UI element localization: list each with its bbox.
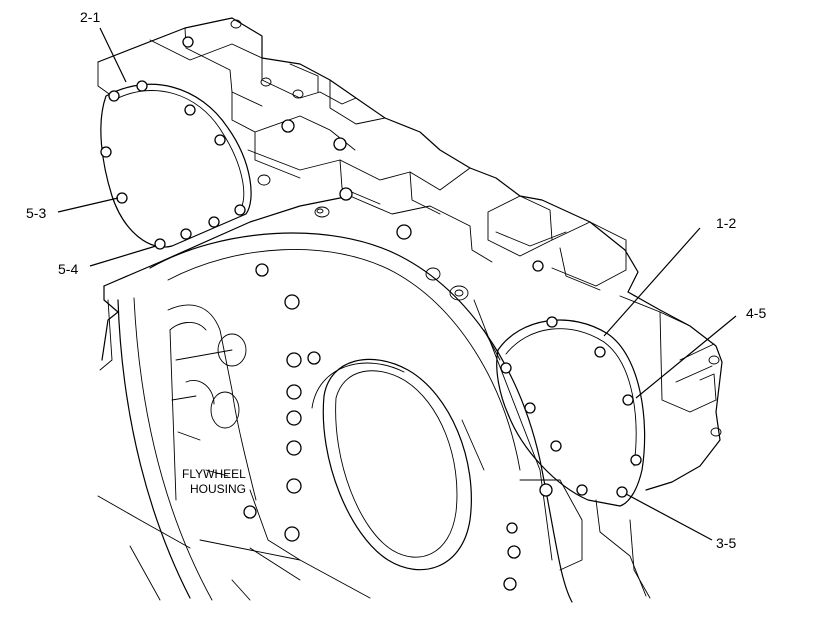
leader-5-3 (57, 197, 119, 213)
callout-5-3: 5-3 (26, 205, 46, 221)
left-cover-bolts (100, 80, 246, 250)
callout-1-2: 1-2 (716, 215, 736, 231)
leader-2-1 (99, 27, 127, 83)
callout-4-5: 4-5 (746, 305, 766, 321)
callout-leaders (57, 27, 737, 541)
right-access-cover (496, 319, 646, 507)
housing-bolts (182, 36, 553, 591)
leader-4-5 (635, 315, 737, 399)
housing-label-line2: HOUSING (190, 482, 246, 496)
leader-5-4 (89, 245, 157, 267)
engine-block (97, 17, 723, 491)
callout-5-4: 5-4 (58, 261, 78, 277)
callout-2-1: 2-1 (80, 9, 100, 25)
leader-1-2 (603, 227, 701, 337)
callout-3-5: 3-5 (716, 535, 736, 551)
right-cover-bolts (500, 316, 642, 498)
leader-3-5 (625, 493, 713, 541)
flywheel-housing (97, 195, 651, 603)
callout-labels: 2-1 5-3 5-4 1-2 4-5 3-5 (26, 9, 766, 551)
housing-label: FLYWHEEL HOUSING (182, 467, 246, 496)
housing-label-line1: FLYWHEEL (182, 467, 246, 481)
left-access-cover (100, 83, 252, 248)
